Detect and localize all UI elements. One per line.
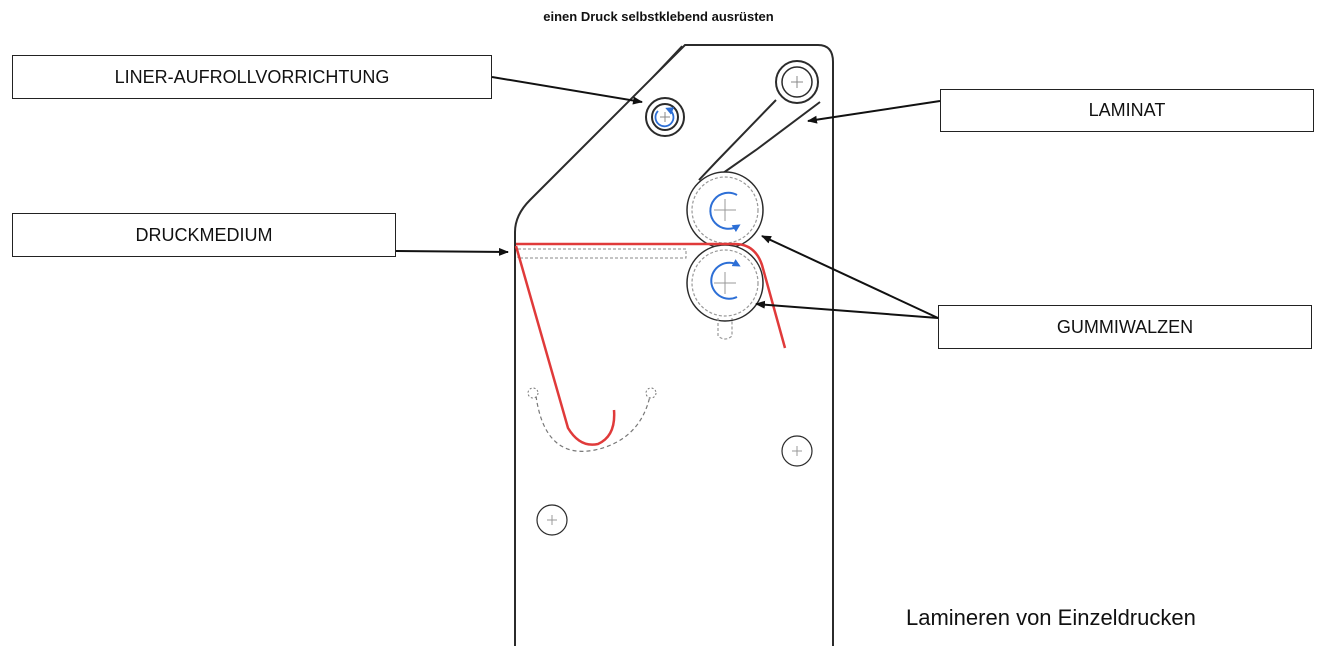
screw-left (536, 504, 568, 536)
diagram-title: einen Druck selbstklebend ausrüsten (543, 9, 774, 24)
label-liner-rewinder: LINER-AUFROLLVORRICHTUNG (12, 55, 492, 99)
print-media-hanging (514, 245, 616, 446)
arrow-liner (491, 76, 643, 105)
liner-rewinder-spool (645, 97, 685, 137)
guide-hole-right (645, 387, 657, 399)
label-laminate: LAMINAT (940, 89, 1314, 132)
label-print-media: DRUCKMEDIUM (12, 213, 396, 257)
label-liner-text: LINER-AUFROLLVORRICHTUNG (114, 66, 390, 87)
print-media-path (516, 242, 787, 349)
arrow-gummi-lower (755, 300, 939, 319)
arrow-druck (395, 247, 509, 256)
laminate-web-upper (698, 99, 777, 181)
arrow-gummi-upper (761, 235, 939, 319)
machine-frame (514, 44, 834, 646)
label-laminate-text: LAMINAT (1088, 100, 1166, 120)
liner-web (649, 45, 683, 81)
label-rubber-rollers: GUMMIWALZEN (938, 305, 1312, 349)
label-rubber-rollers-text: GUMMIWALZEN (1056, 316, 1194, 337)
guide-arc (535, 395, 651, 452)
arrow-laminat (807, 100, 941, 124)
upper-rubber-roller (686, 171, 764, 249)
screw-right (781, 435, 813, 467)
guide-hole-left (527, 387, 539, 399)
lower-rubber-roller (686, 244, 764, 340)
label-print-media-text: DRUCKMEDIUM (135, 224, 273, 245)
diagram-caption: Lamineren von Einzeldrucken (906, 605, 1196, 630)
laminate-supply-spool (775, 60, 819, 104)
feed-table (517, 248, 687, 259)
